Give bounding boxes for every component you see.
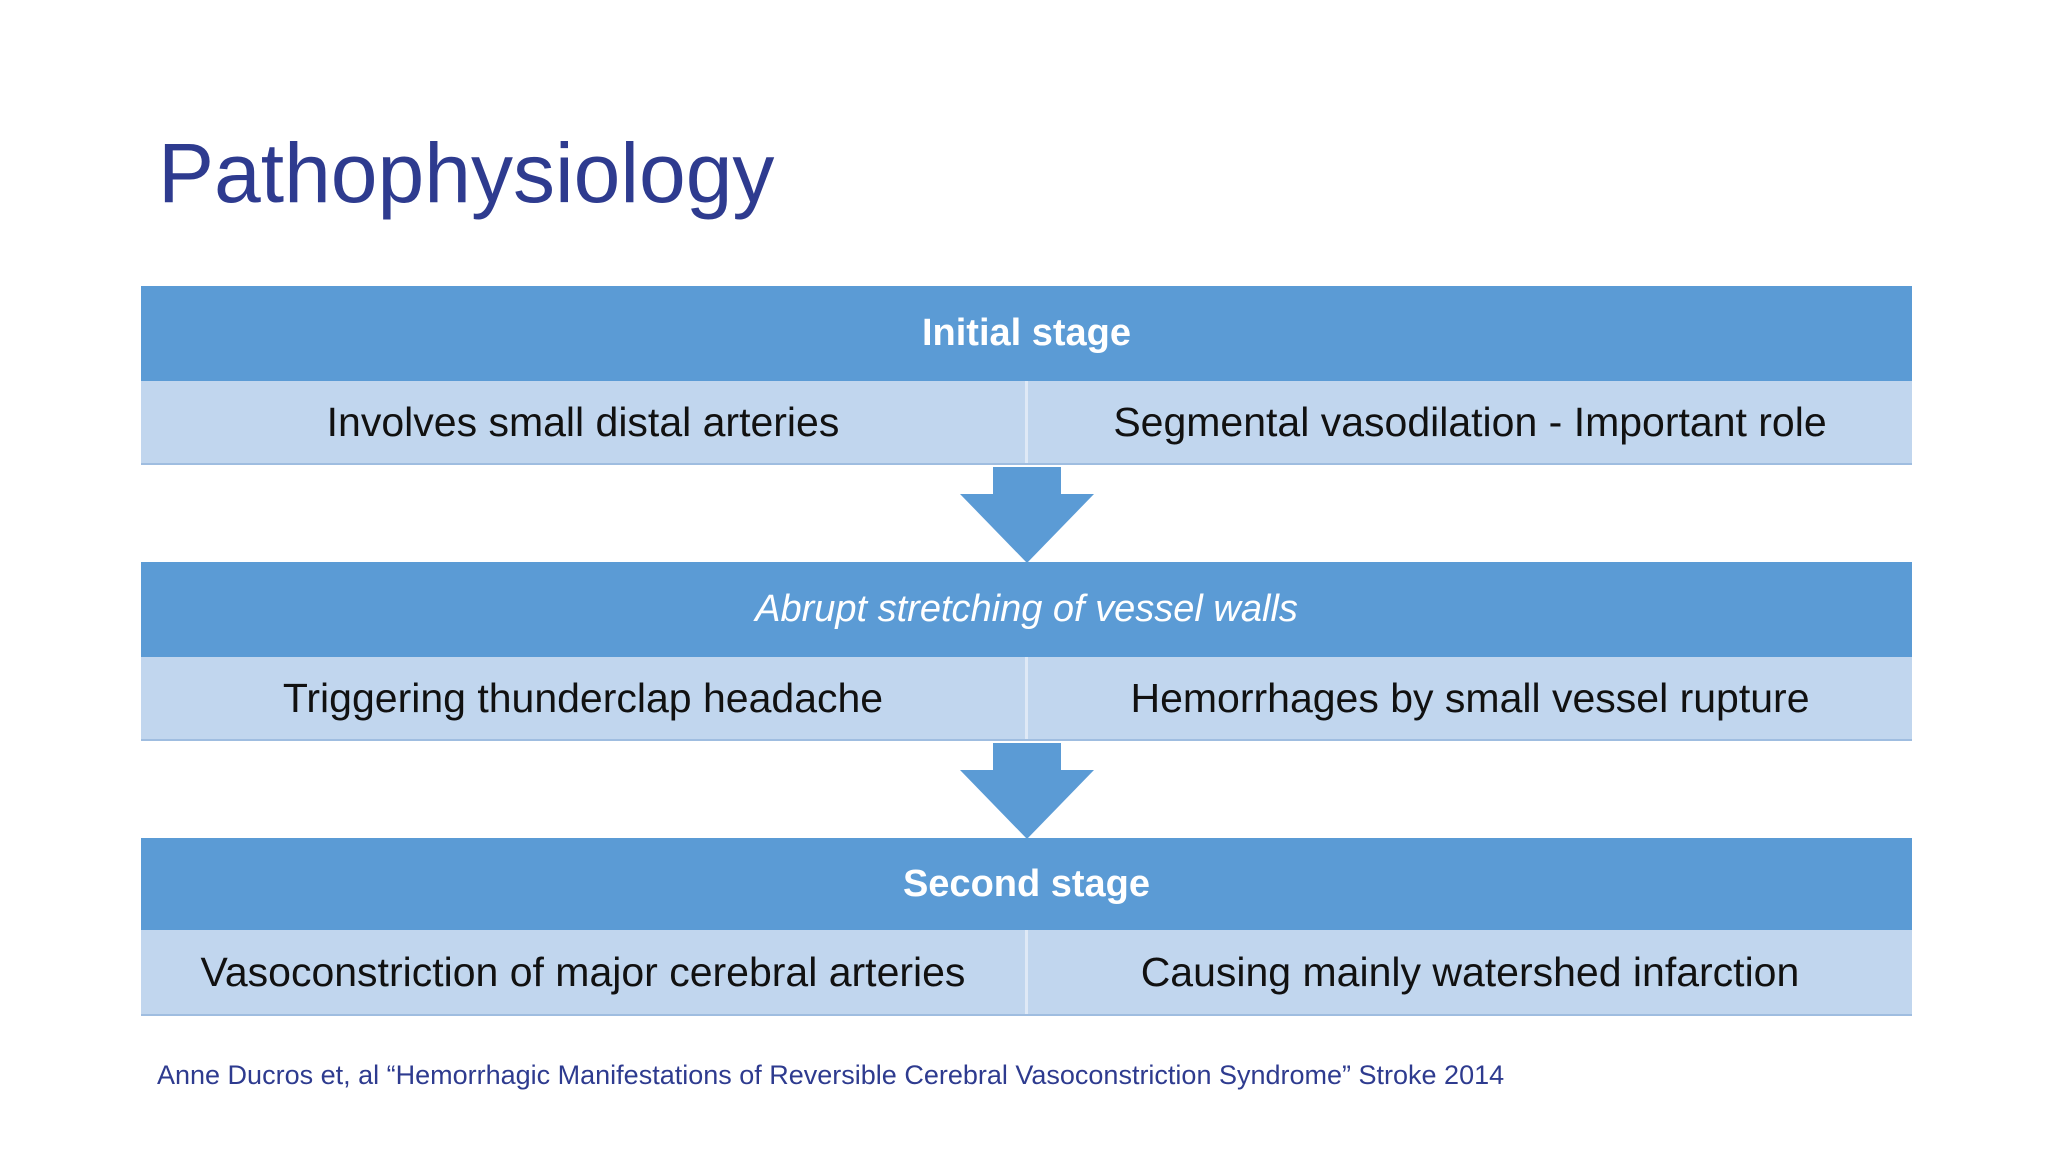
- stage-cell-left: Vasoconstriction of major cerebral arter…: [200, 948, 966, 995]
- arrow-down-icon: [960, 743, 1094, 839]
- stage-row: Triggering thunderclap headache Hemorrha…: [141, 657, 1912, 741]
- stage-row: Vasoconstriction of major cerebral arter…: [141, 930, 1912, 1016]
- stage-second: Second stage Vasoconstriction of major c…: [141, 838, 1912, 1016]
- stage-transition: Abrupt stretching of vessel walls Trigge…: [141, 562, 1912, 741]
- stage-cell-right: Segmental vasodilation - Important role: [1025, 381, 1912, 463]
- stage-header: Abrupt stretching of vessel walls: [141, 562, 1912, 657]
- stage-cell-right: Causing mainly watershed infarction: [1025, 930, 1912, 1014]
- stage-initial: Initial stage Involves small distal arte…: [141, 286, 1912, 465]
- stage-cell-left: Triggering thunderclap headache: [282, 674, 884, 721]
- stage-cell-left: Involves small distal arteries: [326, 398, 840, 445]
- stage-cell-right: Hemorrhages by small vessel rupture: [1025, 657, 1912, 739]
- arrow-down-icon: [960, 467, 1094, 563]
- citation: Anne Ducros et, al “Hemorrhagic Manifest…: [157, 1060, 1505, 1090]
- stage-header: Initial stage: [141, 286, 1912, 381]
- stage-row: Involves small distal arteries Segmental…: [141, 381, 1912, 465]
- stage-header: Second stage: [141, 838, 1912, 930]
- slide-title: Pathophysiology: [158, 126, 775, 220]
